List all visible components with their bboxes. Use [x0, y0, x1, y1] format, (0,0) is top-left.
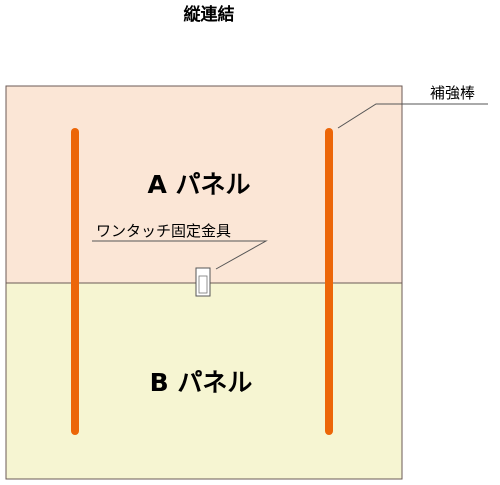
reinforcement-bar-callout-label: 補強棒 — [430, 84, 475, 102]
fastener-leader-line — [92, 240, 268, 270]
reinforcement-bar-leader-line — [337, 103, 488, 129]
fastener-callout-label: ワンタッチ固定金具 — [96, 222, 231, 240]
panel-a-label: A パネル — [147, 170, 250, 199]
diagram-title: 縦連結 — [184, 4, 235, 25]
panel-b-label: B パネル — [150, 368, 253, 397]
fastener-inner — [198, 275, 208, 294]
